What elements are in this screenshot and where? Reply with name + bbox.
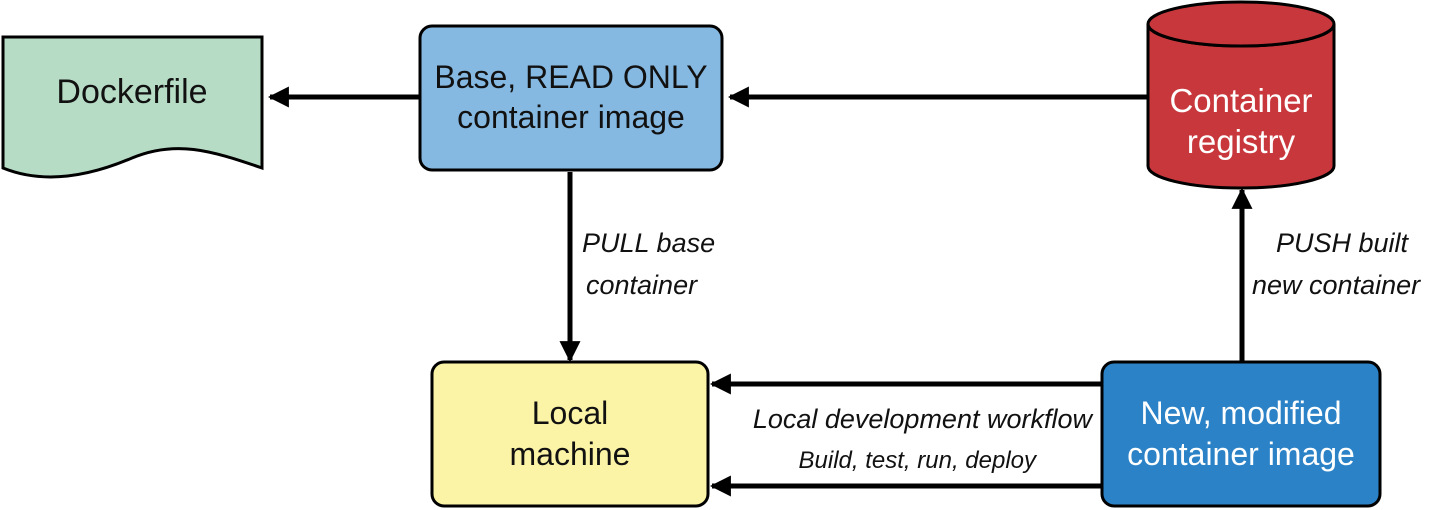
node-new-image: New, modified container image — [1100, 360, 1382, 508]
pull-label-line2: container — [586, 270, 698, 300]
node-container-registry: Container registry — [1146, 0, 1336, 190]
registry-label-line2: registry — [1187, 123, 1296, 160]
local-machine-label-line2: machine — [510, 436, 631, 472]
dockerfile-label: Dockerfile — [56, 73, 207, 111]
registry-label-line1: Container — [1169, 82, 1312, 119]
push-label-line2: new container — [1252, 270, 1421, 300]
base-image-label-line1: Base, READ ONLY — [434, 59, 707, 95]
pull-label-line1: PULL base — [582, 228, 715, 258]
workflow-label-line1: Local development workflow — [753, 404, 1094, 434]
new-image-label-line2: container image — [1127, 436, 1355, 472]
base-image-label-line2: container image — [457, 99, 685, 135]
node-local-machine: Local machine — [430, 360, 710, 508]
local-machine-label-line1: Local — [532, 395, 609, 431]
node-base-image: Base, READ ONLY container image — [418, 24, 724, 172]
workflow-label-line2: Build, test, run, deploy — [799, 447, 1038, 474]
new-image-box — [1100, 360, 1382, 508]
base-image-box — [418, 24, 724, 172]
registry-cylinder-top — [1146, 0, 1336, 48]
push-label-line1: PUSH built — [1276, 228, 1410, 258]
node-dockerfile: Dockerfile — [1, 35, 264, 179]
local-machine-box — [430, 360, 710, 508]
dockerfile-document-shape — [1, 35, 264, 179]
new-image-label-line1: New, modified — [1141, 395, 1342, 431]
